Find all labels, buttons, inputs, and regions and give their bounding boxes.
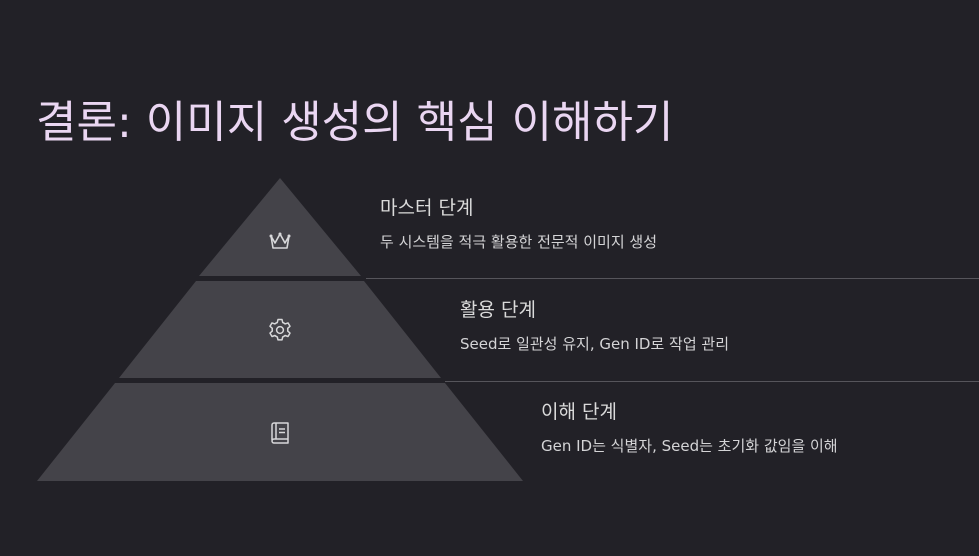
page-title: 결론: 이미지 생성의 핵심 이해하기 <box>36 97 674 148</box>
tier-title: 마스터 단계 <box>380 197 474 219</box>
tier-title: 이해 단계 <box>541 401 617 423</box>
separator-line <box>445 381 979 382</box>
tier-title: 활용 단계 <box>460 299 536 321</box>
tier-description: Seed로 일관성 유지, Gen ID로 작업 관리 <box>460 335 730 353</box>
tier-description: 두 시스템을 적극 활용한 전문적 이미지 생성 <box>380 233 658 251</box>
gear-icon <box>269 318 291 341</box>
separator-line <box>366 278 979 279</box>
tier-label-bottom: 이해 단계 Gen ID는 식별자, Seed는 초기화 값임을 이해 <box>541 400 838 456</box>
tier-label-top: 마스터 단계 두 시스템을 적극 활용한 전문적 이미지 생성 <box>380 196 657 252</box>
crown-icon <box>269 232 291 249</box>
book-icon <box>271 422 289 444</box>
tier-description: Gen ID는 식별자, Seed는 초기화 값임을 이해 <box>541 437 838 455</box>
pyramid-tier-middle <box>119 281 441 378</box>
pyramid-tier-top <box>199 178 361 276</box>
tier-label-middle: 활용 단계 Seed로 일관성 유지, Gen ID로 작업 관리 <box>460 298 729 354</box>
